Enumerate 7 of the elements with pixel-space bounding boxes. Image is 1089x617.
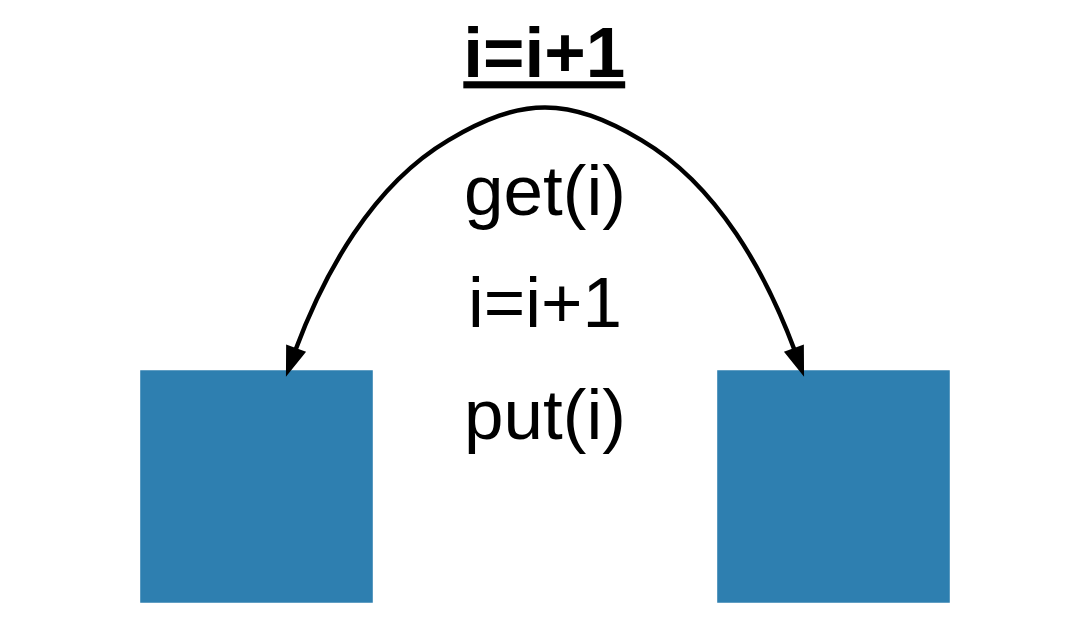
label: i=i+1 <box>467 262 622 342</box>
label: get(i) <box>463 150 626 230</box>
diagram-title: i=i+1 <box>462 13 625 93</box>
label: put(i) <box>463 374 626 454</box>
node-box <box>139 370 373 603</box>
node-box <box>716 370 950 603</box>
arrow <box>285 105 804 377</box>
